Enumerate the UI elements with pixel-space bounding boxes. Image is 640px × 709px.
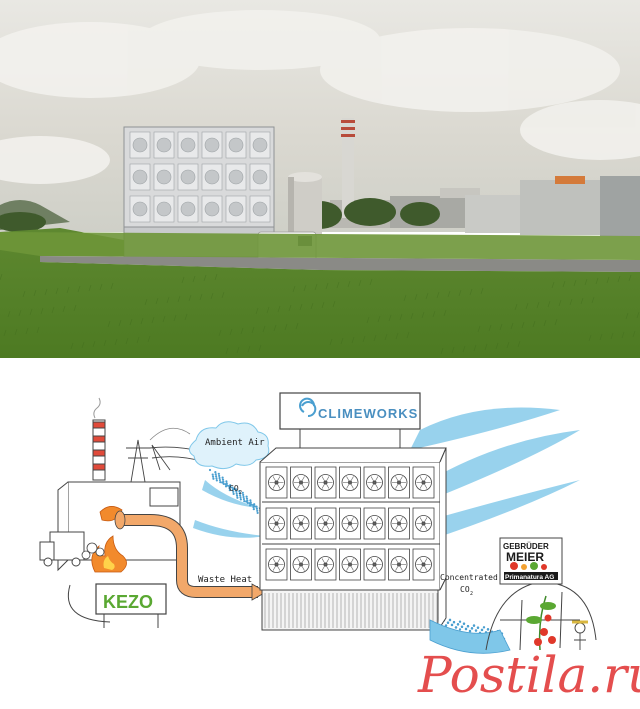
svg-text:2: 2 <box>239 490 242 496</box>
capture-plant <box>123 126 275 258</box>
watermark: Postila.ru <box>417 646 640 704</box>
co2-label: CO 2 <box>229 484 242 496</box>
climeworks-logo-icon <box>299 397 317 418</box>
hill-sketch <box>149 427 191 441</box>
meier-line1: GEBRÜDER <box>503 542 549 551</box>
ambient-air-label: Ambient Air <box>205 438 265 448</box>
garbage-truck <box>39 531 85 567</box>
concentrated-co2-label: CO 2 <box>460 585 473 597</box>
process-diagram: CLIMEWORKS Ambient Air CO 2 Waste Heat C… <box>0 358 640 709</box>
meier-line2: MEIER <box>506 550 544 564</box>
chimney <box>341 118 355 218</box>
clouds <box>0 10 640 184</box>
waste-bags <box>81 542 105 560</box>
gardener <box>572 620 588 650</box>
air-flow <box>193 407 580 540</box>
grass <box>0 228 640 358</box>
waste-heat-label: Waste Heat <box>198 575 252 585</box>
meier-line3: Primanatura AG <box>505 574 554 581</box>
climeworks-sign <box>279 392 421 448</box>
svg-text:CO: CO <box>229 484 239 493</box>
kezo-logo-text: KEZO <box>103 592 153 612</box>
kezo-sign <box>68 583 167 628</box>
silo <box>288 172 322 235</box>
co2-flow <box>429 619 511 654</box>
grass-far <box>0 232 640 260</box>
tomato-plant <box>526 595 556 651</box>
plant-photo <box>0 0 640 358</box>
brand-sign-text: CLIMEWORKS <box>318 406 418 421</box>
waste-heat-pipe <box>114 510 267 601</box>
road <box>40 256 640 272</box>
meier-logo <box>499 537 563 585</box>
fire-icon <box>91 506 127 573</box>
svg-text:CO: CO <box>460 585 470 594</box>
incinerator-chimney <box>92 397 106 481</box>
svg-text:2: 2 <box>470 591 473 597</box>
concentrated-label: Concentrated <box>440 573 498 582</box>
